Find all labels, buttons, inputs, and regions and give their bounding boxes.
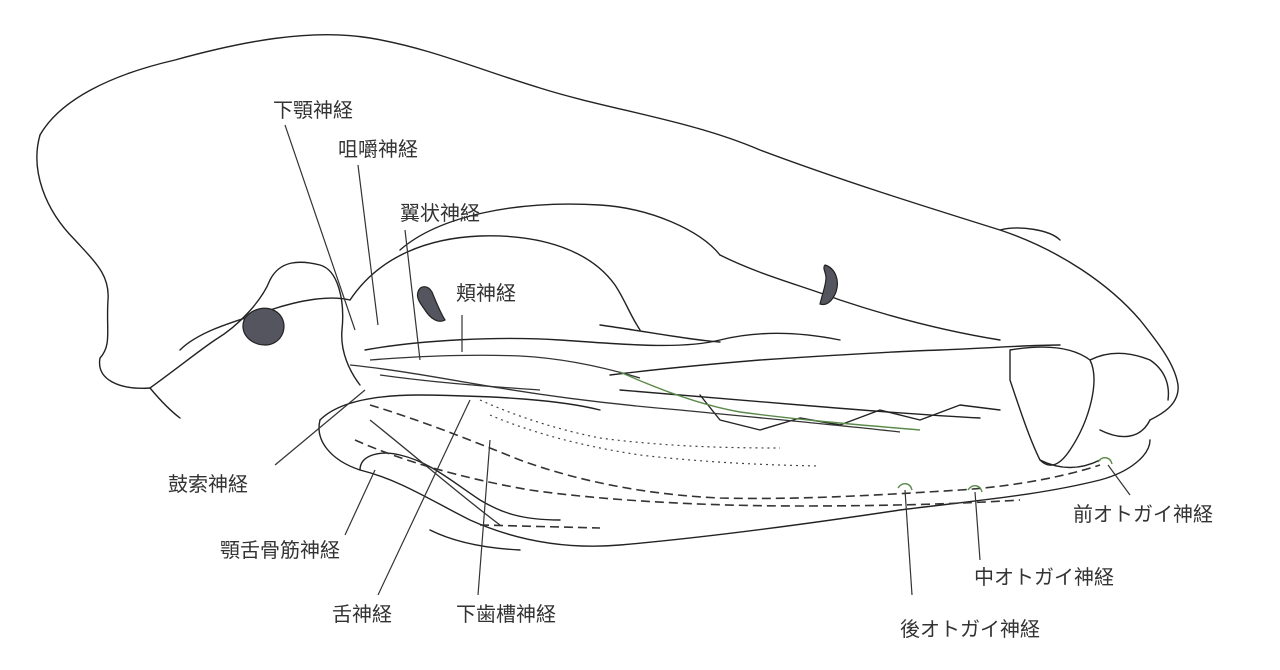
middle-mental-marker xyxy=(967,485,983,493)
orbital-foramen xyxy=(416,286,446,322)
label-caudal-mental-nerve: 後オトガイ神経 xyxy=(900,617,1040,641)
external-acoustic-meatus xyxy=(242,307,285,346)
leader-pterygoid xyxy=(404,229,421,361)
infraorbital-foramen xyxy=(819,264,838,306)
leader-mylohyoid xyxy=(344,469,376,536)
leader-caudal-mental xyxy=(904,489,913,596)
leader-alveolar xyxy=(477,439,491,596)
caudal-mental-marker xyxy=(897,483,913,491)
leader-masseteric xyxy=(357,164,379,326)
label-lingual-nerve: 舌神経 xyxy=(332,602,392,626)
mental-nerve-markers xyxy=(897,457,1113,493)
foramina xyxy=(242,264,838,346)
labels: 下顎神経 咀嚼神経 翼状神経 頬神経 鼓索神経 顎舌骨筋神経 舌神経 下歯槽神経… xyxy=(168,98,1213,641)
label-chorda-tympani: 鼓索神経 xyxy=(168,472,248,496)
label-middle-mental-nerve: 中オトガイ神経 xyxy=(974,565,1114,589)
rostral-mental-marker xyxy=(1097,457,1113,465)
label-masseteric-nerve: 咀嚼神経 xyxy=(338,137,418,161)
label-pterygoid-nerve: 翼状神経 xyxy=(400,201,480,225)
label-inferior-alveolar-nerve: 下歯槽神経 xyxy=(456,602,556,626)
leader-rostral-mental xyxy=(1107,464,1131,496)
label-buccal-nerve: 頬神経 xyxy=(456,281,516,305)
leader-mandibular xyxy=(284,124,356,331)
leader-lines xyxy=(274,124,1131,596)
label-mylohyoid-nerve: 顎舌骨筋神経 xyxy=(220,538,340,562)
label-mandibular-nerve: 下顎神経 xyxy=(273,98,353,122)
leader-chorda xyxy=(274,389,366,466)
nerve-trunks xyxy=(349,354,921,526)
label-rostral-mental-nerve: 前オトガイ神経 xyxy=(1073,502,1213,526)
leader-middle-mental xyxy=(974,491,981,561)
leader-lingual xyxy=(377,399,471,596)
